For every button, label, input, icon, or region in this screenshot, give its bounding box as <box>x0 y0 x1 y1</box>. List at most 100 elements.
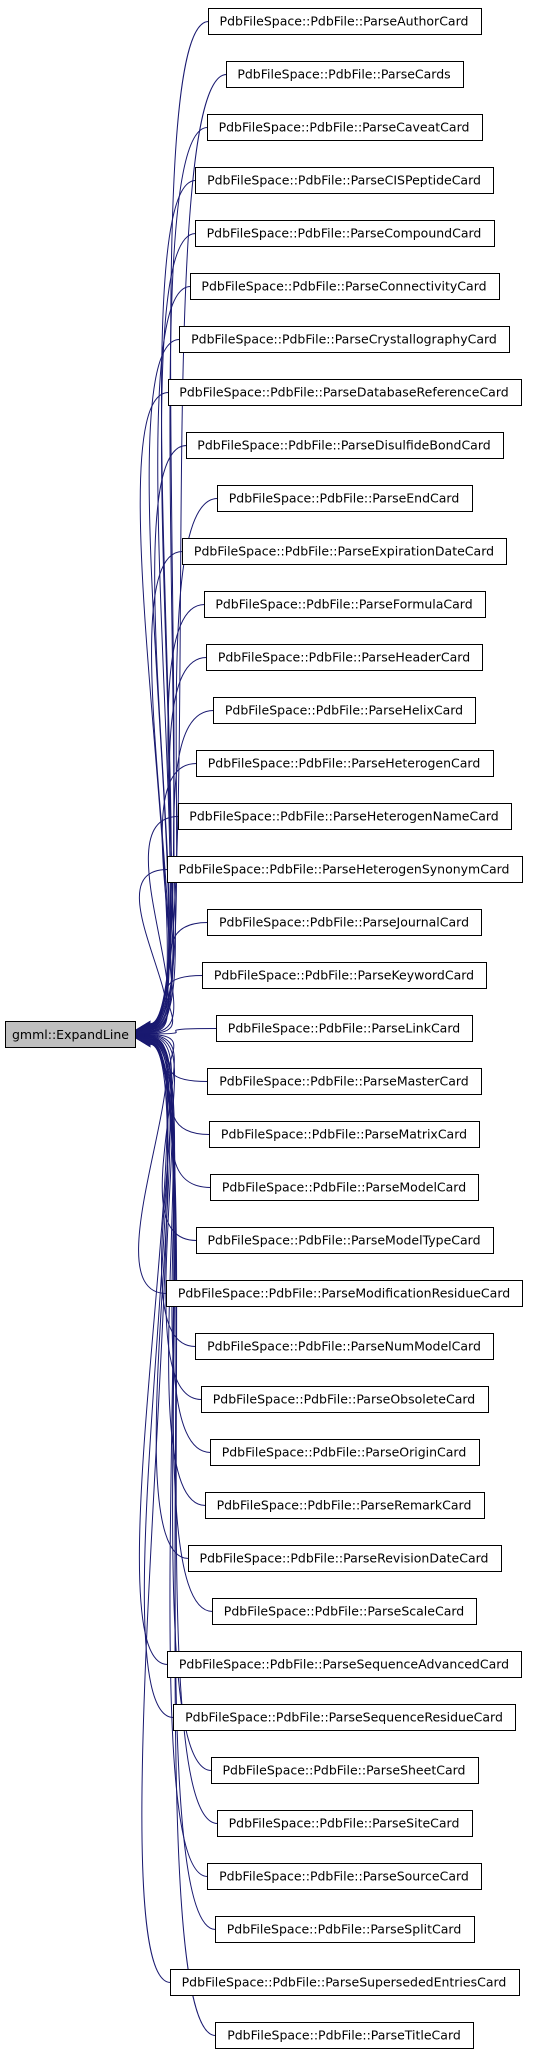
caller-node-label: PdbFileSpace::PdbFile::ParseCards <box>237 67 450 82</box>
call-edge <box>141 1043 171 1983</box>
caller-node-parseheadercard[interactable]: PdbFileSpace::PdbFile::ParseHeaderCard <box>206 644 483 671</box>
caller-node-box <box>206 644 483 671</box>
caller-node-box <box>217 1810 473 1837</box>
caller-node-box <box>210 1174 479 1201</box>
caller-node-box <box>204 591 486 618</box>
caller-node-box <box>215 2022 474 2049</box>
call-edge <box>147 816 179 1032</box>
caller-node-parsesplitcard[interactable]: PdbFileSpace::PdbFile::ParseSplitCard <box>215 1916 475 1943</box>
caller-node-parselinkcard[interactable]: PdbFileSpace::PdbFile::ParseLinkCard <box>216 1015 473 1042</box>
caller-node-label: PdbFileSpace::PdbFile::ParseDatabaseRefe… <box>179 385 508 400</box>
caller-node-parseorigincard[interactable]: PdbFileSpace::PdbFile::ParseOriginCard <box>210 1439 480 1466</box>
call-edge <box>139 392 169 1027</box>
caller-node-parsesourcecard[interactable]: PdbFileSpace::PdbFile::ParseSourceCard <box>207 1863 482 1890</box>
caller-node-box <box>196 750 494 777</box>
caller-node-parsecompoundcard[interactable]: PdbFileSpace::PdbFile::ParseCompoundCard <box>195 220 495 247</box>
call-edge <box>149 1042 218 1824</box>
caller-node-parseendcard[interactable]: PdbFileSpace::PdbFile::ParseEndCard <box>217 485 473 512</box>
caller-node-parseobsoletecard[interactable]: PdbFileSpace::PdbFile::ParseObsoleteCard <box>201 1386 489 1413</box>
caller-node-label: PdbFileSpace::PdbFile::ParseHelixCard <box>225 703 463 718</box>
caller-node-box <box>195 1333 494 1360</box>
caller-node-parsemodeltypecard[interactable]: PdbFileSpace::PdbFile::ParseModelTypeCar… <box>196 1227 494 1254</box>
call-edge <box>149 1043 216 2036</box>
caller-node-box <box>213 697 476 724</box>
caller-node-parsejournalcard[interactable]: PdbFileSpace::PdbFile::ParseJournalCard <box>207 909 482 936</box>
caller-node-parsekeywordcard[interactable]: PdbFileSpace::PdbFile::ParseKeywordCard <box>202 962 487 989</box>
call-edge <box>138 869 168 1033</box>
caller-node-label: PdbFileSpace::PdbFile::ParseNumModelCard <box>207 1339 481 1354</box>
caller-node-parsematrixcard[interactable]: PdbFileSpace::PdbFile::ParseMatrixCard <box>209 1121 480 1148</box>
caller-node-label: PdbFileSpace::PdbFile::ParseCrystallogra… <box>191 332 497 347</box>
caller-node-parsemodelcard[interactable]: PdbFileSpace::PdbFile::ParseModelCard <box>210 1174 479 1201</box>
caller-node-parsenummodelcard[interactable]: PdbFileSpace::PdbFile::ParseNumModelCard <box>195 1333 494 1360</box>
caller-node-label: PdbFileSpace::PdbFile::ParseModelCard <box>222 1180 466 1195</box>
caller-node-label: PdbFileSpace::PdbFile::ParseHeterogenCar… <box>208 756 481 771</box>
caller-node-label: PdbFileSpace::PdbFile::ParseScaleCard <box>224 1604 464 1619</box>
caller-node-parsesupersededentriescard[interactable]: PdbFileSpace::PdbFile::ParseSupersededEn… <box>170 1969 520 1996</box>
caller-node-parseheterogensynonymcard[interactable]: PdbFileSpace::PdbFile::ParseHeterogenSyn… <box>167 856 523 883</box>
caller-node-box <box>208 8 482 35</box>
caller-node-box <box>173 1704 516 1731</box>
caller-node-box <box>217 485 473 512</box>
caller-node-label: PdbFileSpace::PdbFile::ParseExpirationDa… <box>194 544 494 559</box>
caller-node-label: PdbFileSpace::PdbFile::ParseMasterCard <box>219 1074 469 1089</box>
caller-node-box <box>182 538 507 565</box>
caller-node-label: PdbFileSpace::PdbFile::ParseAuthorCard <box>220 14 469 29</box>
caller-node-parsecrystallographycard[interactable]: PdbFileSpace::PdbFile::ParseCrystallogra… <box>179 326 510 353</box>
caller-node-parseheterogencard[interactable]: PdbFileSpace::PdbFile::ParseHeterogenCar… <box>196 750 494 777</box>
call-edge <box>149 1039 206 1506</box>
caller-node-label: PdbFileSpace::PdbFile::ParseSplitCard <box>227 1922 462 1937</box>
caller-node-label: PdbFileSpace::PdbFile::ParseFormulaCard <box>215 597 472 612</box>
caller-node-parsedatabasereferencecard[interactable]: PdbFileSpace::PdbFile::ParseDatabaseRefe… <box>168 379 522 406</box>
caller-node-label: PdbFileSpace::PdbFile::ParseTitleCard <box>227 2028 461 2043</box>
caller-node-label: PdbFileSpace::PdbFile::ParseObsoleteCard <box>213 1392 476 1407</box>
call-edge <box>149 1034 208 1082</box>
caller-node-box <box>179 326 510 353</box>
caller-node-parseauthorcard[interactable]: PdbFileSpace::PdbFile::ParseAuthorCard <box>208 8 482 35</box>
caller-node-label: PdbFileSpace::PdbFile::ParseSupersededEn… <box>182 1975 507 1990</box>
caller-node-parsecards[interactable]: PdbFileSpace::PdbFile::ParseCards <box>226 61 464 88</box>
root-node[interactable]: gmml::ExpandLine <box>5 1021 136 1048</box>
caller-node-parserevisiondatecard[interactable]: PdbFileSpace::PdbFile::ParseRevisionDate… <box>188 1545 502 1572</box>
edge-layer <box>134 21 227 2036</box>
caller-node-box <box>210 1439 480 1466</box>
caller-node-label: PdbFileSpace::PdbFile::ParseModelTypeCar… <box>207 1233 480 1248</box>
caller-node-label: PdbFileSpace::PdbFile::ParseCaveatCard <box>219 120 470 135</box>
caller-node-parseexpirationdatecard[interactable]: PdbFileSpace::PdbFile::ParseExpirationDa… <box>182 538 507 565</box>
caller-node-parsedisulfidebondcard[interactable]: PdbFileSpace::PdbFile::ParseDisulfideBon… <box>186 432 504 459</box>
caller-node-parsesitecard[interactable]: PdbFileSpace::PdbFile::ParseSiteCard <box>217 1810 473 1837</box>
caller-node-parsemastercard[interactable]: PdbFileSpace::PdbFile::ParseMasterCard <box>207 1068 482 1095</box>
caller-node-parseformulacard[interactable]: PdbFileSpace::PdbFile::ParseFormulaCard <box>204 591 486 618</box>
caller-node-parseconnectivitycard[interactable]: PdbFileSpace::PdbFile::ParseConnectivity… <box>190 273 500 300</box>
caller-node-parsesequenceresiduecard[interactable]: PdbFileSpace::PdbFile::ParseSequenceResi… <box>173 1704 516 1731</box>
caller-node-label: PdbFileSpace::PdbFile::ParseCISPeptideCa… <box>207 173 481 188</box>
call-edge <box>149 127 208 1025</box>
caller-node-parsesheetcard[interactable]: PdbFileSpace::PdbFile::ParseSheetCard <box>211 1757 479 1784</box>
caller-node-box <box>186 432 504 459</box>
caller-node-label: PdbFileSpace::PdbFile::ParseOriginCard <box>222 1445 467 1460</box>
call-edge <box>138 1041 168 1665</box>
caller-node-label: PdbFileSpace::PdbFile::ParseSequenceAdva… <box>179 1657 509 1672</box>
call-edge <box>149 1038 211 1453</box>
caller-node-parsesequenceadvancedcard[interactable]: PdbFileSpace::PdbFile::ParseSequenceAdva… <box>167 1651 522 1678</box>
caller-node-box <box>207 1863 482 1890</box>
caller-node-box <box>167 1651 522 1678</box>
caller-node-parsecispeptidecard[interactable]: PdbFileSpace::PdbFile::ParseCISPeptideCa… <box>195 167 494 194</box>
caller-node-parsetitlecard[interactable]: PdbFileSpace::PdbFile::ParseTitleCard <box>215 2022 474 2049</box>
caller-node-label: PdbFileSpace::PdbFile::ParseKeywordCard <box>214 968 474 983</box>
caller-node-parsescalecard[interactable]: PdbFileSpace::PdbFile::ParseScaleCard <box>212 1598 477 1625</box>
caller-node-parseremarkcard[interactable]: PdbFileSpace::PdbFile::ParseRemarkCard <box>205 1492 485 1519</box>
caller-node-box <box>211 1757 479 1784</box>
caller-node-parseheterogennamecard[interactable]: PdbFileSpace::PdbFile::ParseHeterogenNam… <box>178 803 512 830</box>
caller-node-label: PdbFileSpace::PdbFile::ParseRemarkCard <box>217 1498 472 1513</box>
caller-node-label: PdbFileSpace::PdbFile::ParseLinkCard <box>228 1021 460 1036</box>
caller-node-box <box>216 1015 473 1042</box>
caller-node-parsehelixcard[interactable]: PdbFileSpace::PdbFile::ParseHelixCard <box>213 697 476 724</box>
caller-node-parsemodificationresiduecard[interactable]: PdbFileSpace::PdbFile::ParseModification… <box>166 1280 523 1307</box>
caller-node-label: PdbFileSpace::PdbFile::ParseDisulfideBon… <box>197 438 490 453</box>
caller-node-parsecaveatcard[interactable]: PdbFileSpace::PdbFile::ParseCaveatCard <box>207 114 483 141</box>
caller-node-label: PdbFileSpace::PdbFile::ParseJournalCard <box>219 915 469 930</box>
caller-node-label: PdbFileSpace::PdbFile::ParseHeaderCard <box>218 650 470 665</box>
caller-node-box <box>166 1280 523 1307</box>
